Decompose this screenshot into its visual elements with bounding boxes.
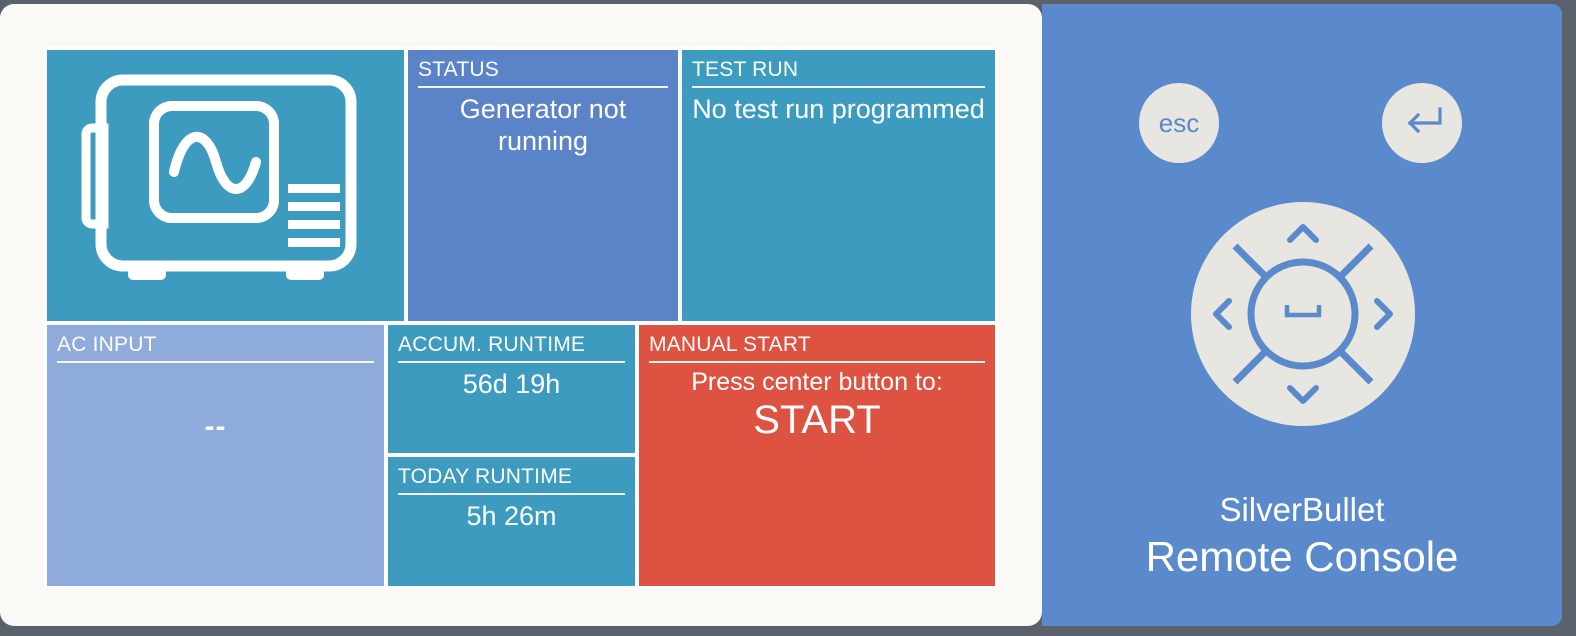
runtime-column: ACCUM. RUNTIME 56d 19h TODAY RUNTIME 5h …: [388, 325, 635, 586]
test-run-panel-title: TEST RUN: [692, 57, 985, 88]
enter-return-icon: [1400, 104, 1444, 143]
manual-start-panel[interactable]: MANUAL START Press center button to: STA…: [639, 325, 995, 586]
generator-waveform-icon: [47, 50, 404, 321]
ac-input-panel: AC INPUT --: [47, 325, 384, 586]
manual-start-action: START: [753, 398, 881, 442]
manual-start-panel-title: MANUAL START: [649, 332, 985, 363]
generator-dashboard-grid: STATUS Generator not running TEST RUN No…: [44, 47, 998, 589]
status-panel-value: Generator not running: [459, 94, 627, 156]
generator-icon-panel: [47, 50, 404, 321]
accum-runtime-panel-title: ACCUM. RUNTIME: [398, 332, 625, 363]
chevron-up-icon: [1287, 224, 1319, 243]
brand-name: SilverBullet: [1219, 491, 1385, 528]
esc-button-label: esc: [1158, 107, 1200, 138]
chevron-down-icon: [1287, 385, 1319, 404]
ac-input-panel-title: AC INPUT: [57, 332, 374, 363]
dashboard-row-bottom: AC INPUT -- ACCUM. RUNTIME 56d 19h TODAY…: [47, 325, 995, 586]
today-runtime-panel-title: TODAY RUNTIME: [398, 464, 625, 495]
today-runtime-panel: TODAY RUNTIME 5h 26m: [388, 457, 635, 586]
chevron-left-icon: [1213, 298, 1232, 330]
dashboard-card: STATUS Generator not running TEST RUN No…: [0, 4, 1042, 626]
dpad-navigation-control[interactable]: [1191, 202, 1415, 426]
chevron-right-icon: [1374, 298, 1393, 330]
remote-console-panel: esc: [1042, 4, 1562, 626]
status-panel-title: STATUS: [418, 57, 668, 88]
enter-button[interactable]: [1382, 83, 1462, 163]
ac-input-panel-value: --: [204, 410, 227, 443]
accum-runtime-panel-value: 56d 19h: [462, 369, 561, 399]
dashboard-row-top: STATUS Generator not running TEST RUN No…: [47, 50, 995, 321]
test-run-panel: TEST RUN No test run programmed: [682, 50, 995, 321]
esc-button[interactable]: esc: [1139, 83, 1219, 163]
brand-title: Remote Console: [1145, 533, 1459, 580]
manual-start-prompt: Press center button to:: [691, 368, 943, 396]
accum-runtime-panel: ACCUM. RUNTIME 56d 19h: [388, 325, 635, 453]
console-branding: SilverBullet Remote Console: [1042, 489, 1562, 583]
test-run-panel-value: No test run programmed: [692, 94, 985, 124]
status-panel: STATUS Generator not running: [408, 50, 678, 321]
today-runtime-panel-value: 5h 26m: [466, 501, 557, 531]
space-bar-icon: [1284, 305, 1322, 318]
